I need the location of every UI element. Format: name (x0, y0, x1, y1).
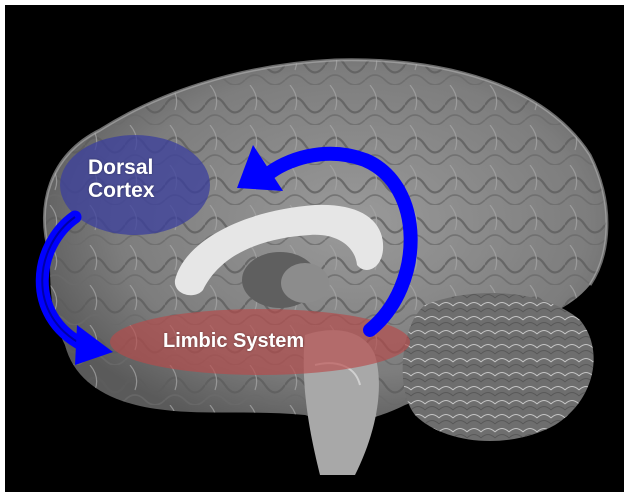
dorsal-cortex-label-line1: Dorsal (88, 157, 155, 180)
cerebellum (403, 293, 594, 441)
limbic-system-label: Limbic System (163, 331, 304, 353)
dorsal-cortex-label: Dorsal Cortex (88, 157, 155, 202)
brain-illustration (5, 5, 624, 492)
dorsal-cortex-label-line2: Cortex (88, 180, 155, 203)
brain-mri-figure: Dorsal Cortex Limbic System (5, 5, 624, 492)
